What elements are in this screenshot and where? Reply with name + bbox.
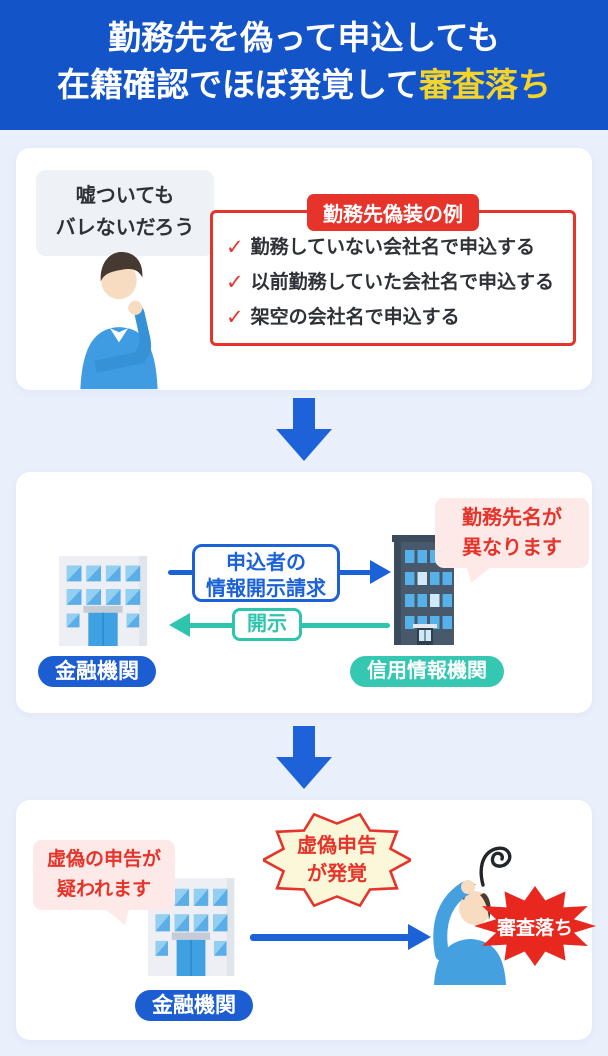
title-line-1: 勤務先を偽って申込しても — [108, 19, 500, 56]
down-arrow-icon — [276, 398, 332, 461]
example-list: ✓ 勤務していない会社名で申込する ✓ 以前勤務していた会社名で申込する ✓ 架… — [213, 213, 573, 331]
list-item: ✓ 架空の会社名で申込する — [226, 306, 460, 329]
result-arrow — [250, 934, 410, 941]
check-icon: ✓ — [226, 236, 244, 259]
check-icon: ✓ — [226, 271, 244, 294]
burst-shape-icon — [263, 812, 411, 908]
confusion-swirl-icon — [479, 846, 512, 887]
result-arrow-head-icon — [408, 924, 431, 950]
page-title: 勤務先を偽って申込しても 在籍確認でほぼ発覚して審査落ち — [0, 0, 608, 130]
title-line-2: 在籍確認でほぼ発覚して審査落ち — [56, 65, 551, 103]
check-icon: ✓ — [226, 306, 244, 329]
thinking-person-icon — [80, 252, 158, 390]
fraud-discovered-burst: 虚偽申告 が発覚 — [263, 812, 411, 908]
rejected-burst: 審査落ち — [474, 886, 596, 966]
bubble-tail-icon — [467, 567, 491, 583]
financial-institution-label: 金融機関 — [135, 990, 253, 1021]
panel-credit-check-flow: 金融機関 申込者の 情報開示請求 開示 信用情報機関 — [16, 472, 592, 713]
example-box-title: 勤務先偽装の例 — [307, 194, 479, 231]
bank-building-icon — [58, 555, 148, 646]
troubled-person-icon — [433, 880, 506, 985]
employer-mismatch-bubble: 勤務先名が 異なります — [435, 498, 589, 583]
down-arrow-icon — [276, 726, 332, 789]
fraud-discovered-text: 虚偽申告 が発覚 — [297, 835, 377, 885]
request-arrow-head-icon — [370, 560, 391, 584]
financial-institution-label: 金融機関 — [38, 656, 156, 687]
credit-bureau-label: 信用情報機関 — [350, 656, 504, 687]
thought-bubble: 嘘ついても バレないだろう — [36, 170, 214, 256]
panel-fraud-detected-result: 虚偽の申告が 疑われます 金融機関 虚偽申告 が発覚 — [16, 800, 596, 1040]
list-item: ✓ 勤務していない会社名で申込する — [226, 236, 536, 259]
request-label: 申込者の 情報開示請求 — [192, 544, 340, 602]
burst-shape-icon — [474, 886, 596, 966]
disclose-arrow-head-icon — [169, 613, 190, 637]
panel-fake-employer-examples: 嘘ついても バレないだろう 勤務先偽装の例 ✓ 勤務していない会社名で申込する … — [16, 148, 592, 390]
disclose-label: 開示 — [232, 608, 302, 641]
list-item: ✓ 以前勤務していた会社名で申込する — [226, 271, 555, 294]
fake-employer-example-box: 勤務先偽装の例 ✓ 勤務していない会社名で申込する ✓ 以前勤務していた会社名で… — [210, 194, 576, 346]
suspected-fraud-bubble: 虚偽の申告が 疑われます — [33, 840, 175, 925]
rejected-text: 審査落ち — [496, 917, 573, 939]
bubble-tail-icon — [105, 909, 129, 925]
title-highlight: 審査落ち — [419, 65, 551, 103]
